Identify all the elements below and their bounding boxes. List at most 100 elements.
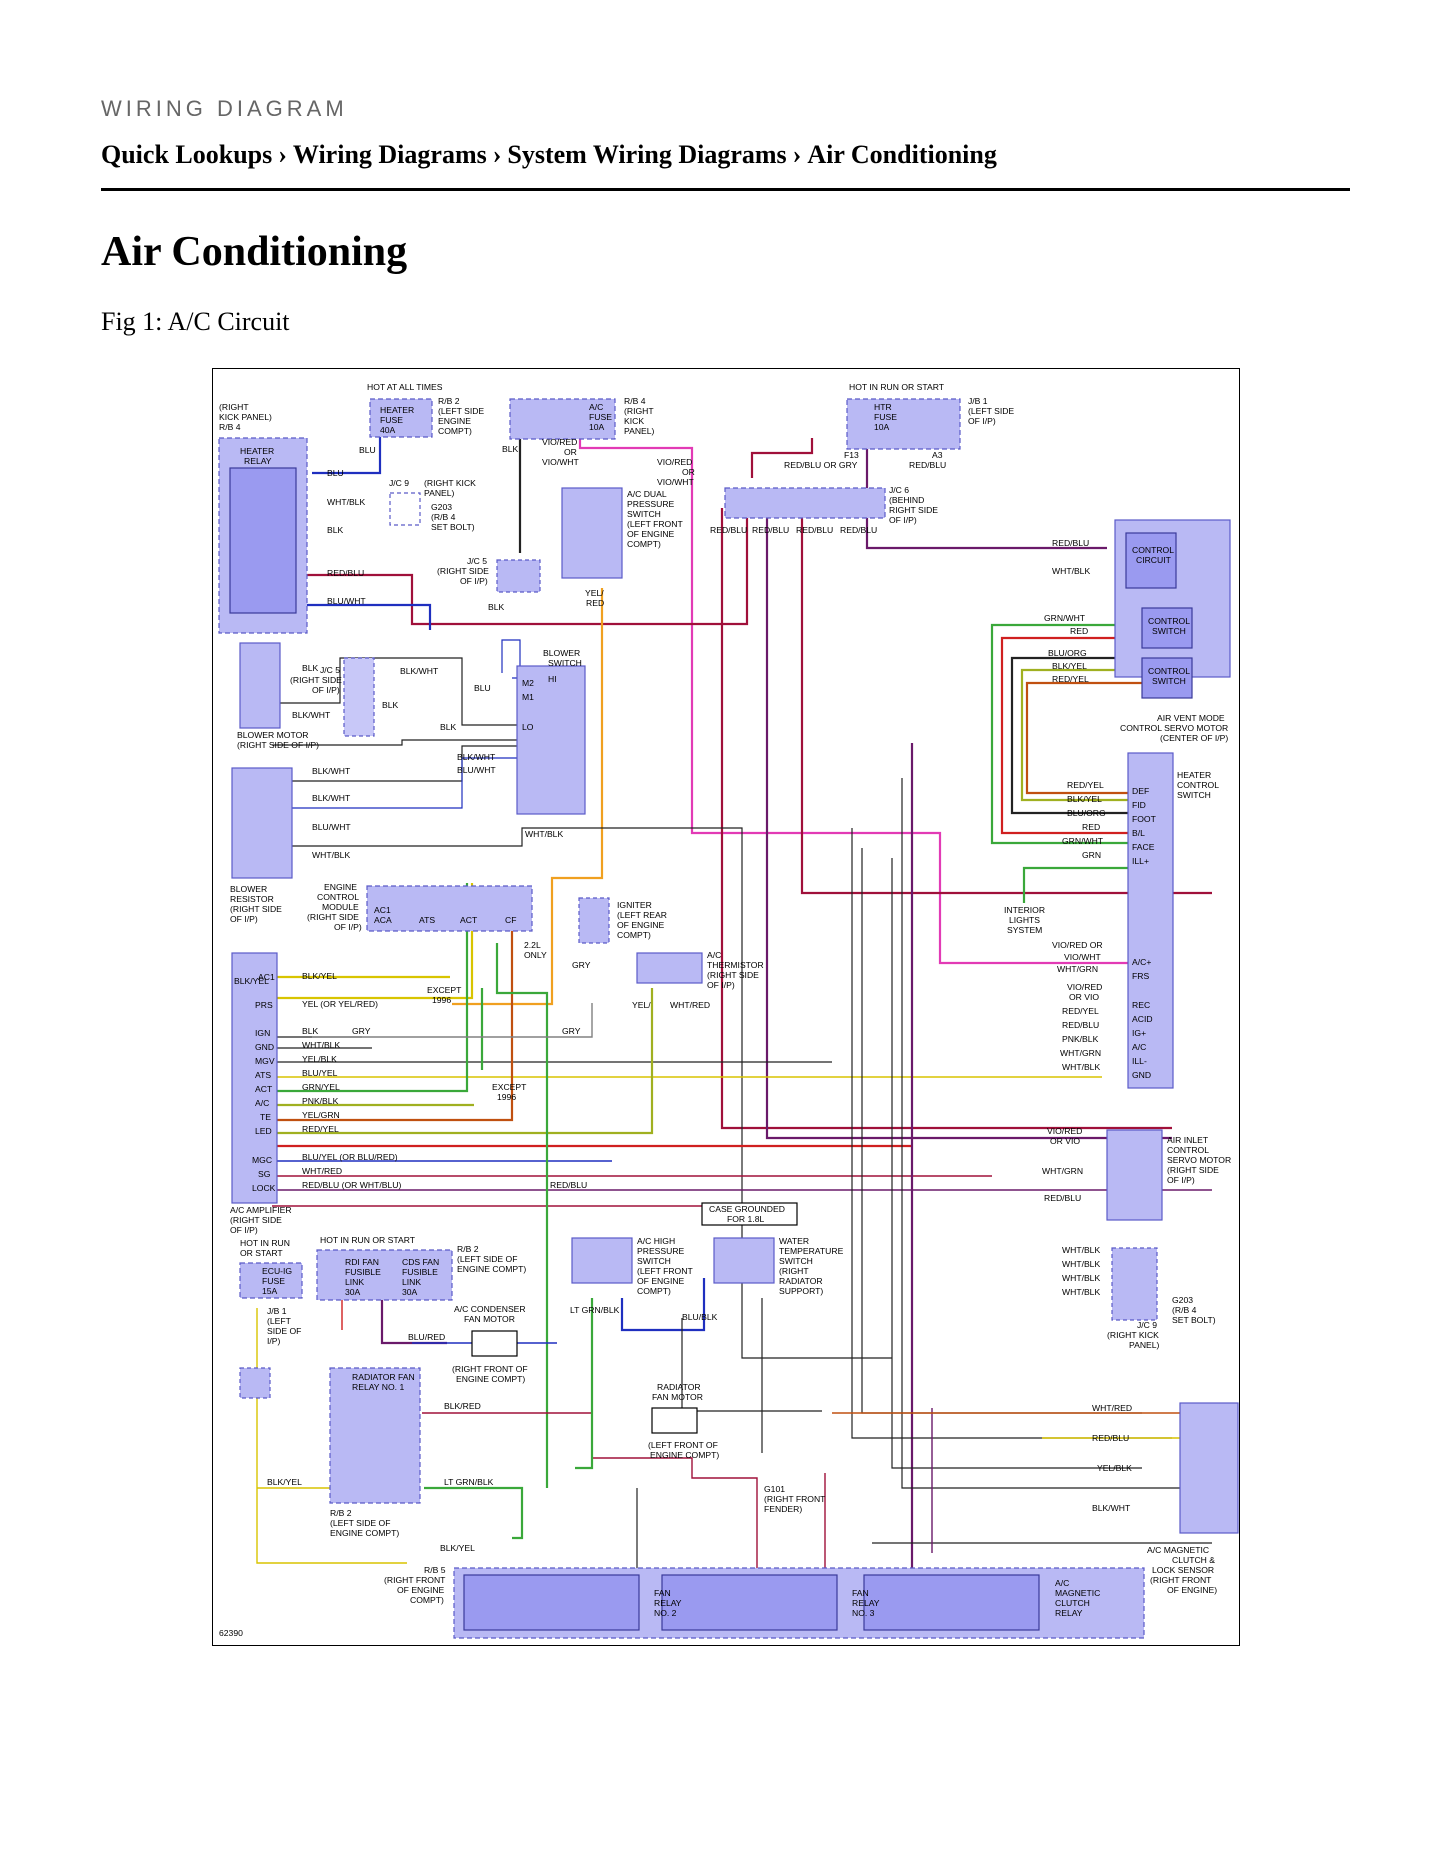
label-servo: (CENTER OF I/P) — [1160, 733, 1228, 743]
label-wire: PNK/BLK — [1062, 1034, 1099, 1044]
breadcrumb-quick-lookups[interactable]: Quick Lookups — [101, 140, 273, 169]
label-ecm: MODULE — [322, 902, 359, 912]
label-heater-fuse: HEATER — [380, 405, 414, 415]
label-g203-lower: G203 — [1172, 1295, 1193, 1305]
label-fan-relay-2: FAN — [654, 1588, 671, 1598]
label-jb1: (LEFT SIDE — [968, 406, 1014, 416]
label-rb4: (RIGHT — [624, 406, 654, 416]
label-only-22l: 2.2L — [524, 940, 541, 950]
label-wire: RED/BLU — [1044, 1193, 1081, 1203]
jc9-lower — [1111, 1247, 1158, 1321]
label-rb2: R/B 2 — [438, 396, 460, 406]
label-dual-pressure: (LEFT FRONT — [627, 519, 683, 529]
label-wire: RED/BLU — [796, 525, 833, 535]
label-condenser-loc: (RIGHT FRONT OF — [452, 1364, 528, 1374]
label-rb5: (RIGHT FRONT — [384, 1575, 446, 1585]
label-wire: RED/YEL — [1052, 674, 1089, 684]
label-wire: VIO/WHT — [657, 477, 695, 487]
label-wire: BLU/BLK — [682, 1312, 718, 1322]
label-heater-relay: RELAY — [244, 456, 272, 466]
label-jc6: RIGHT SIDE — [889, 505, 938, 515]
label-g203-lower: (R/B 4 — [1172, 1305, 1197, 1315]
ecu-ig-fuse-box — [239, 1262, 303, 1299]
label-rb2-relay: R/B 2 — [330, 1508, 352, 1518]
label-heater-relay: HEATER — [240, 446, 274, 456]
label-rb4: R/B 4 — [624, 396, 646, 406]
label-dual-pressure: PRESSURE — [627, 499, 675, 509]
label-fan-relay-2: NO. 2 — [654, 1608, 677, 1618]
label-igniter: (LEFT REAR — [617, 910, 667, 920]
label-control-switch: SWITCH — [1152, 626, 1186, 636]
breadcrumb: Quick Lookups›Wiring Diagrams›System Wir… — [101, 140, 997, 170]
label-radiator-fan-motor: RADIATOR — [657, 1382, 701, 1392]
heater-control-switch-box — [1127, 752, 1174, 1089]
label-wire: GRN/WHT — [1044, 613, 1086, 623]
label-wire: WHT/GRN — [1060, 1048, 1101, 1058]
label-wire: BLU/YEL — [302, 1068, 338, 1078]
breadcrumb-separator: › — [492, 140, 502, 169]
ac-amplifier-box — [231, 952, 278, 1204]
label-jb1-lower: SIDE OF — [267, 1326, 301, 1336]
label-high-pressure: OF ENGINE — [637, 1276, 685, 1286]
label-amp-term: ATS — [255, 1070, 271, 1080]
label-wire: YEL/ — [632, 1000, 651, 1010]
label-clutch-relay: CLUTCH — [1055, 1598, 1090, 1608]
label-blower-resistor: (RIGHT SIDE — [230, 904, 282, 914]
label-ecu-fuse: ECU-IG — [262, 1266, 292, 1276]
label-wire: RED — [1082, 822, 1100, 832]
label-rb5: COMPT) — [410, 1595, 444, 1605]
breadcrumb-wiring-diagrams[interactable]: Wiring Diagrams — [292, 140, 487, 169]
label-water-temp: SWITCH — [779, 1256, 813, 1266]
label-wire: BLK/WHT — [312, 793, 351, 803]
blower-switch-box — [516, 665, 586, 815]
label-amp-term: GND — [255, 1042, 274, 1052]
breadcrumb-separator: › — [278, 140, 287, 169]
label-hcs-term: FID — [1132, 800, 1146, 810]
label-cds-fan: LINK — [402, 1277, 421, 1287]
label-wire: RED/BLU — [327, 568, 364, 578]
label-wire: BLK/WHT — [312, 766, 351, 776]
label-fan-relay-3: NO. 3 — [852, 1608, 875, 1618]
label-ecu-fuse: FUSE — [262, 1276, 285, 1286]
components — [218, 398, 1239, 1639]
label-high-pressure: (LEFT FRONT — [637, 1266, 693, 1276]
label-wire: BLK/YEL — [302, 971, 337, 981]
breadcrumb-air-conditioning[interactable]: Air Conditioning — [807, 140, 997, 169]
label-control-switch: SWITCH — [1152, 676, 1186, 686]
jc5-upper — [496, 559, 541, 593]
label-wire: RED/BLU — [840, 525, 877, 535]
label-jc9: PANEL) — [424, 488, 455, 498]
label-only-22l: ONLY — [524, 950, 547, 960]
label-blower-resistor: RESISTOR — [230, 894, 274, 904]
label-figure-id: 62390 — [219, 1628, 243, 1638]
breadcrumb-system-wiring-diagrams[interactable]: System Wiring Diagrams — [507, 140, 787, 169]
jc9-upper — [389, 492, 421, 526]
label-wire: BLK — [382, 700, 399, 710]
label-jc6: OF I/P) — [889, 515, 917, 525]
label-ecm: CONTROL — [317, 892, 359, 902]
high-pressure-switch-box — [571, 1237, 633, 1284]
label-wire: BLU/WHT — [327, 596, 366, 606]
label-wire: RED/BLU — [550, 1180, 587, 1190]
label-wire: BLU/ORG — [1067, 808, 1106, 818]
label-jb1-lower: I/P) — [267, 1336, 281, 1346]
label-wire: BLK — [488, 602, 505, 612]
label-wire: WHT/BLK — [327, 497, 365, 507]
label-htr-fuse: HTR — [874, 402, 892, 412]
label-hcs-term: ACID — [1132, 1014, 1153, 1024]
label-wire: RED/BLU — [1052, 538, 1089, 548]
label-a3: A3 — [932, 450, 943, 460]
label-heater-fuse: 40A — [380, 425, 396, 435]
label-hcs-term: B/L — [1132, 828, 1145, 838]
label-inlet-servo: CONTROL — [1167, 1145, 1209, 1155]
label-wire: GRN — [1082, 850, 1101, 860]
label-hcs-term: A/C+ — [1132, 957, 1151, 967]
label-wire: RED/BLU — [752, 525, 789, 535]
ac-fuse-box — [509, 398, 616, 440]
label-amp-term: SG — [258, 1169, 271, 1179]
label-hcs-term: ILL+ — [1132, 856, 1149, 866]
label-wire: WHT/BLK — [1052, 566, 1090, 576]
label-blower-switch: BLOWER — [543, 648, 580, 658]
label-rdi-fan: FUSIBLE — [345, 1267, 381, 1277]
label-jc9-lower: J/C 9 — [1137, 1320, 1157, 1330]
